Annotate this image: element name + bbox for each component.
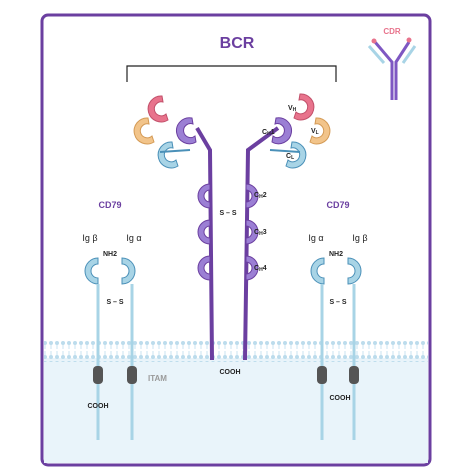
svg-text:CH1: CH1 [262,129,275,137]
cd79-right-alpha: Ig α [308,233,323,243]
cd79-left-title: CD79 [98,200,121,210]
svg-text:CL: CL [286,153,294,161]
ch4-label: CH4 [254,265,267,273]
heavy-chain-right [243,126,280,361]
bcr-title: BCR [220,35,255,52]
svg-text:VL: VL [311,128,319,136]
cd79-right-nh2: NH2 [329,251,343,258]
heavy-constant-domains-left [197,183,211,281]
cd79-left-alpha: Ig α [126,233,141,243]
cdr-legend-label: CDR [383,27,401,36]
cd79-right-disulfide: S – S [329,299,346,306]
svg-text:CH4: CH4 [254,265,267,273]
cd79-right-beta: Ig β [352,233,367,243]
cl-label: CL [286,153,294,161]
svg-text:VH: VH [288,105,297,113]
vh-label: VH [288,105,297,113]
right-fab-arm [269,93,331,169]
cd79-left-domains [84,257,136,285]
cytoplasm [44,358,428,463]
itam-right-1 [317,366,327,384]
bcr-bracket [126,65,337,82]
ch3-label: CH3 [254,229,267,237]
cd79-left-beta: Ig β [82,233,97,243]
heavy-constant-domains-right [245,183,259,281]
svg-text:CH2: CH2 [254,192,267,200]
cd79-left-nh2: NH2 [103,251,117,258]
cd79-left-cooh: COOH [88,403,109,410]
ch2-label: CH2 [254,192,267,200]
itam-right-2 [349,366,359,384]
cd79-right-cooh: COOH [330,395,351,402]
cd79-left-disulfide: S – S [106,299,123,306]
heavy-disulfide: S – S [219,210,236,217]
itam-left-1 [93,366,103,384]
heavy-cooh-label: COOH [220,369,241,376]
heavy-chain-left [195,126,214,361]
cd79-right-domains [310,257,362,285]
ch1-label: CH1 [262,129,275,137]
cell-membrane [44,340,428,362]
svg-text:CH3: CH3 [254,229,267,237]
cd79-right-title: CD79 [326,200,349,210]
left-fab-arm [133,95,197,169]
itam-label: ITAM [148,374,167,383]
itam-left-2 [127,366,137,384]
vl-label: VL [311,128,319,136]
cdr-legend-icon [367,37,417,100]
